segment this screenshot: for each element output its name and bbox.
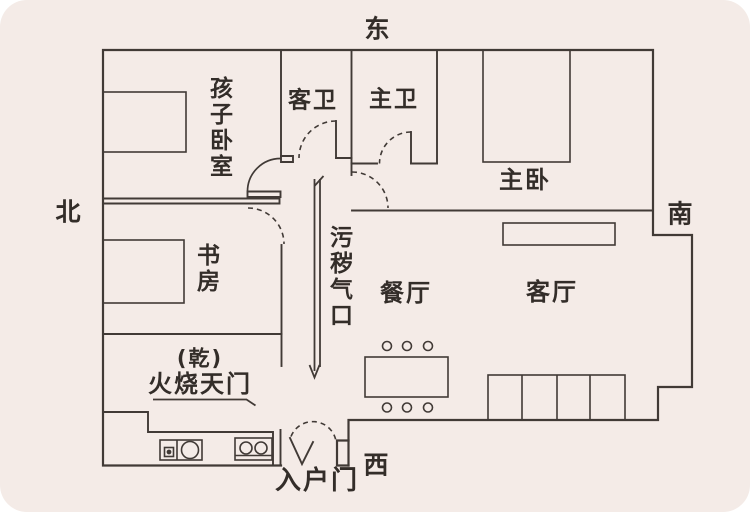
label-master-bathroom: 主卫: [369, 86, 419, 113]
wall-guest-bath-stub: [280, 155, 294, 163]
vent-top-tick: [313, 175, 325, 187]
master-bed: [482, 49, 571, 163]
dining-chairs: [381, 340, 434, 413]
vent-shaft: [308, 175, 325, 380]
label-master-bedroom: 主卧: [499, 166, 551, 194]
wall-guest-bath-bottom: [335, 157, 378, 165]
wall-children-south-double: [102, 197, 281, 205]
entry-pillar: [335, 439, 350, 467]
study-bed: [102, 239, 185, 304]
label-south: 南: [667, 199, 695, 229]
label-study: 书房: [192, 243, 219, 295]
label-living-room: 客厅: [526, 278, 578, 306]
label-children-bedroom: 孩子卧室: [205, 76, 232, 180]
label-guest-bathroom: 客卫: [288, 87, 338, 114]
kitchen-sink: [159, 439, 203, 461]
children-door-arc-dashed: [247, 207, 285, 245]
label-entry-door: 入户门: [274, 466, 360, 496]
label-vent: 污秽气口: [325, 225, 352, 329]
children-door-arc-solid: [246, 157, 281, 192]
label-east: 东: [364, 14, 392, 44]
label-dining-room: 餐厅: [380, 279, 432, 307]
label-west: 西: [363, 450, 391, 480]
kitchen-stove: [234, 437, 273, 461]
sofa: [487, 374, 626, 421]
label-north: 北: [55, 197, 83, 227]
fire-gate-underline: [153, 398, 256, 407]
label-qian-trigram: (乾): [176, 346, 224, 371]
entry-door-leaves: [288, 436, 315, 467]
dining-table: [364, 356, 449, 398]
children-bed: [102, 91, 187, 153]
tv-cabinet: [502, 222, 616, 246]
guest-bath-door-arc: [298, 120, 337, 159]
children-door-leaf: [246, 190, 282, 198]
vent-arrowhead: [308, 364, 321, 380]
master-bedroom-door-arc: [351, 171, 389, 209]
entry-door-arc: [290, 420, 337, 442]
master-bath-door-arc: [378, 131, 412, 164]
label-fire-gate: 火烧天门: [148, 370, 252, 398]
kitchen-counter: [102, 411, 282, 467]
